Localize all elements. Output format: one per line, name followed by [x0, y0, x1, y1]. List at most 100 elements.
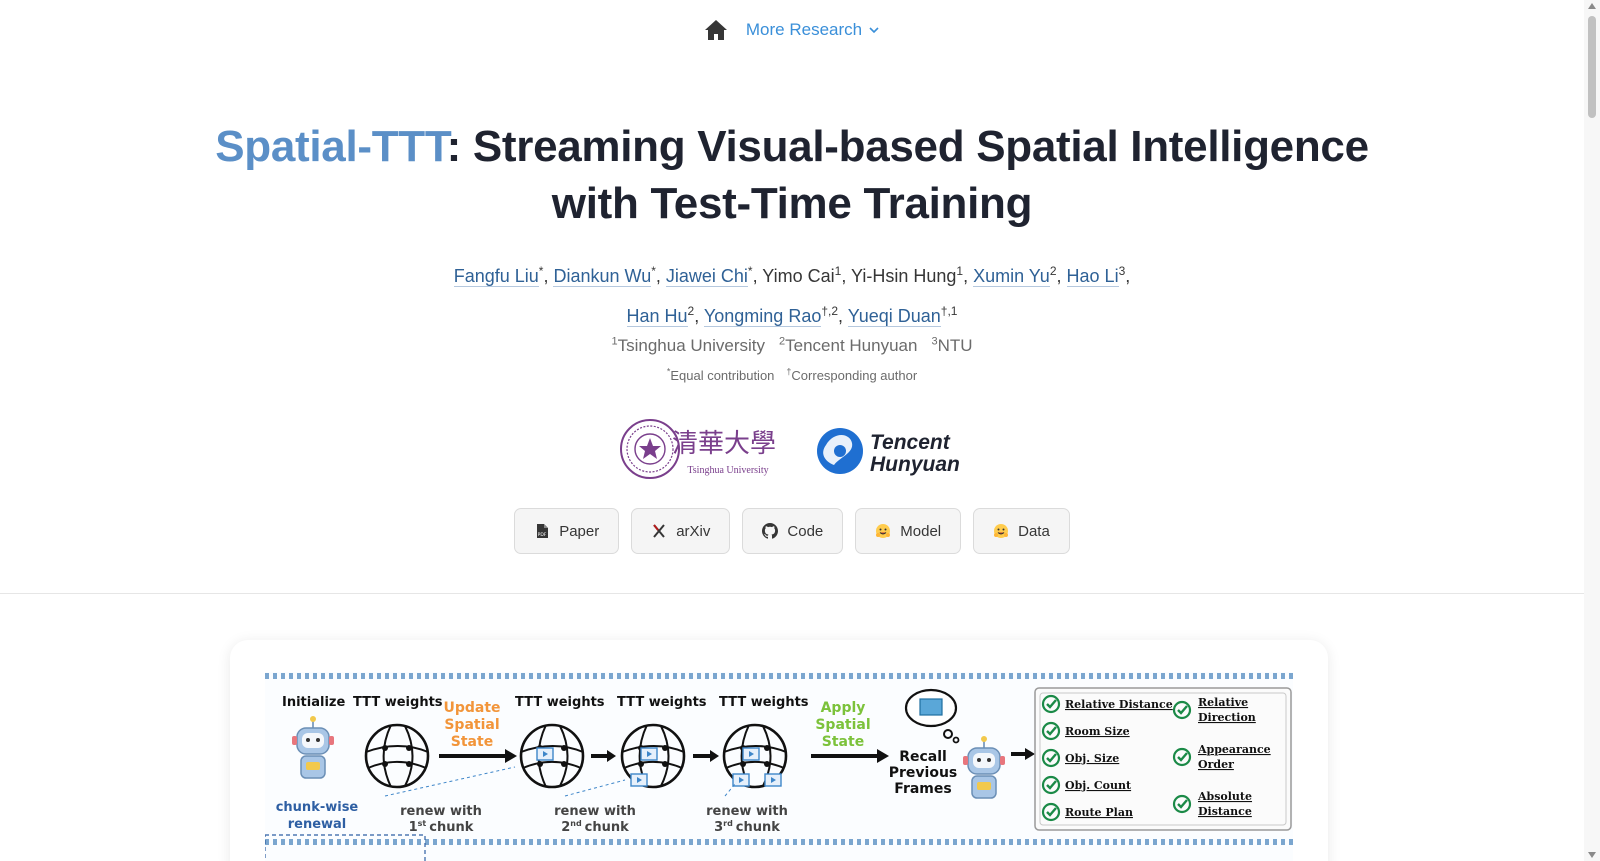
author-entry[interactable]: Yueqi Duan†,1: [847, 304, 958, 327]
affiliation-name: Tsinghua University: [617, 335, 765, 355]
more-research-dropdown[interactable]: More Research: [746, 20, 880, 40]
task-label-line1: Relative: [1198, 696, 1248, 709]
paper-button[interactable]: PDF Paper: [514, 508, 620, 554]
author-affiliation-mark: *: [538, 264, 544, 278]
recall-line3: Frames: [894, 781, 951, 797]
author-entry[interactable]: Jiawei Chi*: [665, 264, 753, 287]
robot-icon-left: [291, 715, 335, 779]
task-label-line2: Direction: [1198, 711, 1256, 724]
author-entry[interactable]: Yongming Rao†,2: [703, 304, 839, 327]
author-link[interactable]: Yueqi Duan: [847, 306, 941, 327]
author-affiliation-mark: 2: [687, 304, 695, 318]
author-link[interactable]: Xumin Yu: [973, 266, 1050, 287]
author-name: Yimo Cai: [762, 266, 835, 286]
author-link[interactable]: Han Hu: [626, 306, 688, 327]
resource-buttons: PDF Paper arXiv Code Model Data: [0, 508, 1584, 554]
model-button[interactable]: Model: [855, 508, 962, 554]
scroll-up-arrow[interactable]: [1588, 3, 1596, 9]
ordinal-suffix: rd: [723, 819, 733, 828]
arxiv-icon: [651, 523, 667, 539]
author-entry[interactable]: Xumin Yu2: [973, 264, 1057, 287]
figure-initialize-label: Initialize: [282, 695, 345, 710]
ordinal-suffix: st: [418, 819, 427, 828]
author-affiliation-mark: 1: [956, 264, 964, 278]
scrollbar-thumb[interactable]: [1588, 16, 1596, 118]
author-link[interactable]: Diankun Wu: [553, 266, 652, 287]
hugging-face-icon: [875, 523, 891, 539]
affiliation: 1Tsinghua University: [611, 335, 765, 355]
recall-line1: Recall: [899, 749, 947, 765]
figure-ttt-weights-label-3: TTT weights: [719, 695, 809, 710]
chunk-word: chunk: [585, 820, 629, 835]
ordinal-number: 3: [714, 820, 723, 835]
button-label: Code: [787, 522, 824, 540]
apply-state-line1: Apply: [821, 700, 866, 716]
affiliation: 3NTU: [931, 335, 973, 355]
affiliation-number: 1: [611, 335, 618, 347]
apply-state-line2: Spatial: [815, 717, 870, 733]
affiliation-number: 2: [779, 335, 786, 347]
task-item: Obj. Count: [1041, 775, 1132, 795]
contribution-note: †Corresponding author: [786, 367, 918, 384]
tsinghua-logo-english: Tsinghua University: [687, 465, 768, 476]
svg-text:PDF: PDF: [538, 532, 547, 538]
update-state-line1: Update: [443, 700, 500, 716]
button-label: Data: [1018, 522, 1050, 540]
arxiv-button[interactable]: arXiv: [631, 508, 731, 554]
renew-with-text: renew with: [706, 804, 788, 819]
task-label-line2: Order: [1198, 758, 1234, 771]
task-item: Route Plan: [1041, 802, 1133, 822]
note-text: Corresponding author: [791, 368, 918, 384]
author-affiliation-mark: †,2: [821, 304, 839, 318]
author-link[interactable]: Yongming Rao: [703, 306, 822, 327]
task-label: Obj. Size: [1065, 752, 1119, 765]
home-icon[interactable]: [704, 18, 728, 42]
button-label: Model: [900, 522, 942, 540]
affiliation: 2Tencent Hunyuan: [779, 335, 918, 355]
ordinal-number: 2: [561, 820, 570, 835]
tencent-logo-line1: Tencent: [870, 431, 951, 454]
tencent-hunyuan-logo: Tencent Hunyuan: [816, 421, 964, 477]
author-list: Fangfu Liu*, Diankun Wu*, Jiawei Chi*, Y…: [453, 264, 1131, 327]
button-label: Paper: [559, 522, 600, 540]
affiliation-number: 3: [931, 335, 938, 347]
pdf-icon: PDF: [534, 523, 550, 539]
task-label: Relative Distance: [1065, 698, 1173, 711]
task-label-line2: Distance: [1198, 805, 1252, 818]
affiliations: 1Tsinghua University 2Tencent Hunyuan 3NTU: [0, 335, 1584, 356]
note-symbol: *: [666, 367, 671, 377]
author-link[interactable]: Fangfu Liu: [453, 266, 539, 287]
title-brand: Spatial-TTT: [215, 122, 447, 171]
affiliation-name: Tencent Hunyuan: [785, 335, 918, 355]
renew-with-text: renew with: [554, 804, 636, 819]
scroll-down-arrow[interactable]: [1588, 852, 1596, 858]
ordinal-suffix: nd: [570, 819, 582, 828]
affiliation-name: NTU: [937, 335, 973, 355]
chunk-renewal-line1: chunk-wise: [276, 800, 359, 815]
author-entry[interactable]: Fangfu Liu*: [453, 264, 544, 287]
chevron-down-icon: [869, 27, 879, 34]
figure-ttt-weights-label-0: TTT weights: [353, 695, 443, 710]
code-button[interactable]: Code: [742, 508, 844, 554]
author-entry[interactable]: Hao Li3: [1066, 264, 1125, 287]
data-button[interactable]: Data: [973, 508, 1070, 554]
apply-state-line3: State: [822, 734, 864, 750]
author-link[interactable]: Hao Li: [1066, 266, 1119, 287]
author-affiliation-mark: †,1: [940, 304, 958, 318]
author-entry: Yimo Cai1: [762, 264, 841, 286]
recall-line2: Previous: [889, 765, 958, 781]
author-link[interactable]: Jiawei Chi: [665, 266, 748, 287]
author-entry[interactable]: Diankun Wu*: [553, 264, 656, 287]
note-text: Equal contribution: [670, 368, 775, 384]
task-item: Relative Distance: [1041, 694, 1173, 714]
page-scrollbar[interactable]: [1584, 0, 1600, 861]
hugging-face-icon: [993, 523, 1009, 539]
author-entry[interactable]: Han Hu2: [626, 304, 695, 327]
note-symbol: †: [786, 367, 792, 377]
